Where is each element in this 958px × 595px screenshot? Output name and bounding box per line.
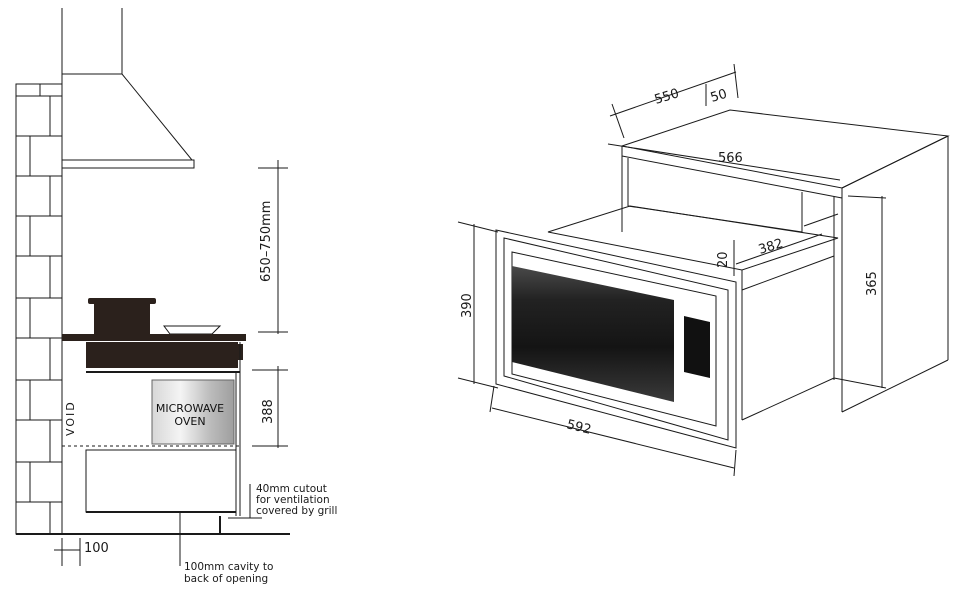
cutout-callout: 40mm cutout for ventilation covered by g…	[228, 483, 337, 519]
microwave-body	[547, 205, 839, 421]
dimension-gap: 20	[716, 240, 735, 276]
door-glass	[512, 266, 674, 402]
dim-cavity-width: 566	[718, 151, 743, 166]
dimension-unit-depth: 382	[735, 233, 823, 265]
note-cavity-line2: back of opening	[184, 573, 268, 585]
cabinet	[62, 342, 241, 534]
isometric-view: 550 50 566 382 20 390	[457, 63, 950, 477]
note-cavity-line1: 100mm cavity to	[184, 561, 273, 573]
dim-offset: 50	[709, 87, 729, 106]
dim-toe: 100	[84, 541, 109, 556]
dimension-offset: 50	[705, 84, 729, 106]
cooktop-body	[86, 342, 238, 368]
dim-front-width: 592	[565, 417, 593, 438]
dim-opening-height: 388	[261, 399, 276, 424]
appliance-label-line1: MICROWAVE	[156, 402, 224, 415]
cavity-callout: 100mm cavity to back of opening	[179, 512, 273, 585]
dim-front-height: 390	[460, 293, 475, 318]
side-elevation: MICROWAVE OVEN VOID 650–750mm 388 40mm c…	[15, 8, 337, 585]
control-panel	[684, 316, 710, 378]
benchtop	[62, 334, 246, 341]
dimension-hood-clearance: 650–750mm	[258, 160, 288, 334]
void-label: VOID	[64, 400, 77, 436]
dimension-cavity-height: 365	[833, 195, 887, 389]
dimension-toe: 100	[54, 538, 109, 566]
note-cutout-line2: for ventilation	[256, 494, 330, 506]
dimension-front-width: 592	[489, 385, 737, 477]
cooking-pot	[88, 298, 156, 334]
brick-wall	[15, 83, 63, 535]
dimension-cavity-width: 566	[607, 143, 841, 181]
dimension-front-height: 390	[457, 221, 499, 389]
dim-depth: 550	[653, 86, 681, 108]
microwave-oven: MICROWAVE OVEN	[151, 379, 235, 445]
appliance-label-line2: OVEN	[174, 415, 205, 428]
note-cutout-line1: 40mm cutout	[256, 483, 327, 495]
dim-cavity-height: 365	[865, 271, 880, 296]
frying-pan	[163, 325, 222, 335]
dim-unit-depth: 382	[757, 236, 785, 258]
dimension-opening-height: 388	[252, 366, 288, 448]
note-cutout-line3: covered by grill	[256, 505, 337, 517]
dimension-depth: 550	[609, 63, 739, 139]
dim-gap: 20	[716, 251, 731, 268]
range-hood	[61, 8, 195, 169]
dim-hood-clearance: 650–750mm	[259, 201, 274, 282]
